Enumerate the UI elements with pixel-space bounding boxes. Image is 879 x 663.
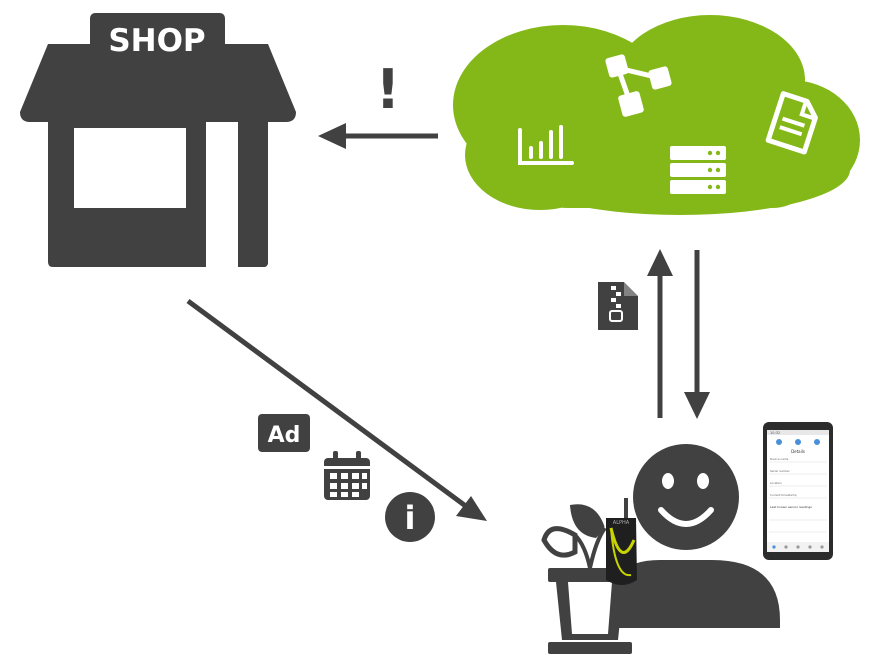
ad-icon-label: Ad [268,423,301,448]
store-icon [20,13,296,267]
arrow-cloud-to-user [684,250,710,419]
bar-chart-icon [518,125,574,165]
shop-door [238,128,268,267]
shop-window [74,128,186,208]
document-icon [765,91,818,155]
phone-row-1: Device name [770,457,789,461]
info-icon-glyph: i [405,499,416,537]
sensor-device-icon [606,498,637,585]
zip-file-icon [598,282,638,330]
smiley-user-icon [600,444,780,628]
network-nodes-icon [605,54,672,117]
phone-row-4: Current timestamp [770,493,797,497]
phone-row-3: Location [770,481,782,485]
arrow-user-to-cloud [647,249,673,418]
user-smile [658,507,714,527]
user-eye-right [697,473,709,489]
calendar-icon [324,451,370,500]
shop-awning [20,44,296,122]
phone-header: Details [791,449,805,454]
ad-icon [258,414,310,452]
phone-row-2: Serial number [770,469,791,473]
arrow-shop-to-user [186,298,487,521]
info-icon [385,492,435,542]
phone-screen [767,430,829,552]
exclamation-icon: ! [376,58,401,121]
shop-sign-label: SHOP [108,23,205,59]
user-eye-left [662,473,674,489]
arrow-cloud-to-shop [318,123,438,149]
shop-door-gap [206,128,238,267]
cloud-icon [453,15,860,215]
server-stack-icon [670,146,726,194]
smartphone-icon [763,422,833,560]
sensor-device-brand: ALPHA [613,520,630,526]
phone-time: 10:32 [770,431,780,435]
phone-section-title: Last known sensor readings [770,505,812,509]
user-head [633,444,739,550]
user-body [600,560,780,628]
